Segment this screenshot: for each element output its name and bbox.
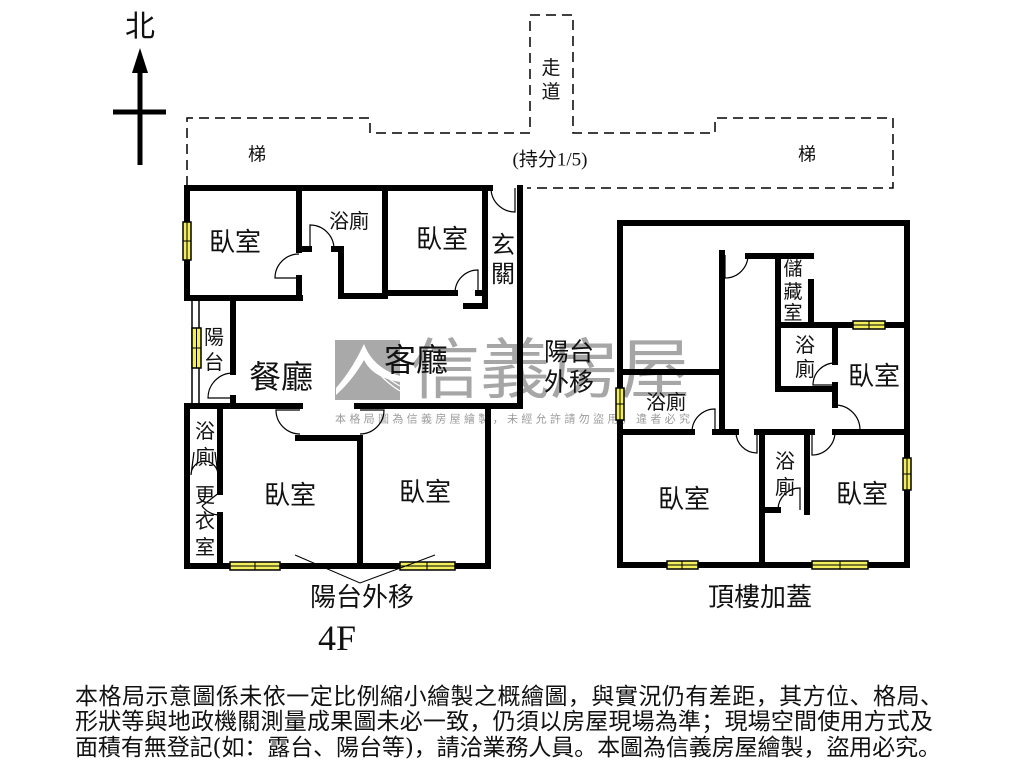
door-swing (190, 451, 219, 476)
room-bath-closet: 衣 (195, 509, 215, 533)
corridor-label-1: 走 (541, 57, 560, 79)
disclaimer: 本格局示意圖係未依一定比例縮小繪製之概繪圖，與實況仍有差距，其方位、格局、 形狀… (75, 684, 943, 761)
floor-4f-labels: 臥室 浴廁 臥室 玄 關 陽 台 餐廳 客廳 浴 廁 更 衣 室 臥室 臥室 陽… (195, 209, 594, 658)
door-swing (309, 224, 335, 250)
entrance-door-swing (490, 187, 516, 213)
rooftop-label: 頂樓加蓋 (708, 583, 812, 613)
room-bath-closet: 廁 (195, 445, 215, 469)
rooftop-walls (617, 220, 910, 568)
room-storage: 室 (783, 302, 802, 324)
room-bath-ne: 浴 (795, 333, 815, 357)
room-bath-w: 浴廁 (646, 390, 686, 414)
window (666, 560, 699, 570)
door-swing (207, 372, 234, 399)
room-bath-closet: 室 (195, 535, 215, 559)
balcony-leader-line (294, 554, 436, 584)
disclaimer-line: 本格局示意圖係未依一定比例縮小繪製之概繪圖，與實況仍有差距，其方位、格局、 (75, 684, 943, 710)
door-swing (735, 431, 758, 454)
room-bath-closet: 浴 (195, 419, 215, 443)
stair-left-label: 梯 (248, 145, 266, 166)
window (852, 320, 886, 330)
door-swing (691, 408, 716, 433)
room-storage: 藏 (783, 281, 802, 303)
rooftop-labels: 儲 藏 室 浴 廁 臥室 浴廁 臥室 浴 廁 臥室 頂樓加蓋 (646, 258, 900, 613)
door-swing (201, 491, 221, 516)
window (811, 560, 869, 570)
room-bedroom-ne: 臥室 (416, 225, 468, 255)
common-area-outline (186, 14, 894, 189)
corridor-label-2: 道 (541, 81, 560, 103)
window (229, 561, 281, 571)
window (191, 327, 202, 369)
room-living: 客廳 (384, 341, 448, 379)
door-swing (275, 409, 301, 435)
compass-label: 北 (125, 10, 155, 45)
door-swing (777, 487, 801, 511)
room-bedroom-sw: 臥室 (264, 481, 316, 511)
door-swing (812, 362, 836, 386)
doors (190, 187, 861, 516)
door-swing (811, 431, 836, 456)
room-bath-s: 廁 (775, 475, 795, 499)
share-note: (持分1/5) (513, 149, 588, 171)
floor-label: 4F (318, 618, 356, 658)
door-swing (274, 253, 300, 279)
room-storage: 儲 (783, 258, 802, 280)
door-swing (724, 254, 749, 279)
window (182, 221, 192, 261)
door-swing (834, 404, 861, 431)
window (902, 457, 912, 491)
balcony-moved-east: 陽台 (544, 338, 594, 367)
room-balcony: 台 (204, 350, 224, 374)
room-entrance: 玄 (491, 231, 515, 259)
disclaimer-line: 面積有無登記(如：露台、陽台等)，請洽業務人員。本圖為信義房屋繪製，盜用必究。 (75, 735, 941, 761)
north-arrow-icon (113, 48, 166, 165)
watermark-notice: 本格局圖為信義房屋繪製，未經允許請勿盜用，違者必究 (335, 412, 690, 426)
room-bath-n: 浴廁 (329, 209, 369, 233)
room-bath-s: 浴 (775, 449, 795, 473)
room-balcony: 陽 (204, 325, 224, 349)
balcony-moved-east: 外移 (544, 368, 594, 397)
room-bedroom-sw: 臥室 (658, 485, 710, 515)
window (615, 387, 625, 421)
door-swing (454, 269, 479, 294)
brand-logo-icon (335, 340, 401, 400)
room-bath-ne: 廁 (795, 357, 815, 381)
disclaimer-line: 形狀等與地政機關測量成果圖未必一致，仍須以房屋現場為準；現場空間使用方式及 (75, 709, 933, 735)
room-bedroom-e: 臥室 (848, 362, 900, 392)
balcony-moved-south: 陽台外移 (310, 583, 414, 613)
stair-right-label: 梯 (798, 145, 816, 166)
room-bath-closet: 更 (195, 483, 215, 507)
room-bedroom-se: 臥室 (399, 478, 451, 508)
room-bedroom-nw: 臥室 (209, 228, 261, 258)
room-bedroom-se: 臥室 (836, 480, 888, 510)
door-swing (359, 409, 385, 435)
window (399, 561, 456, 571)
room-entrance: 關 (491, 260, 515, 288)
room-dining: 餐廳 (249, 358, 313, 396)
